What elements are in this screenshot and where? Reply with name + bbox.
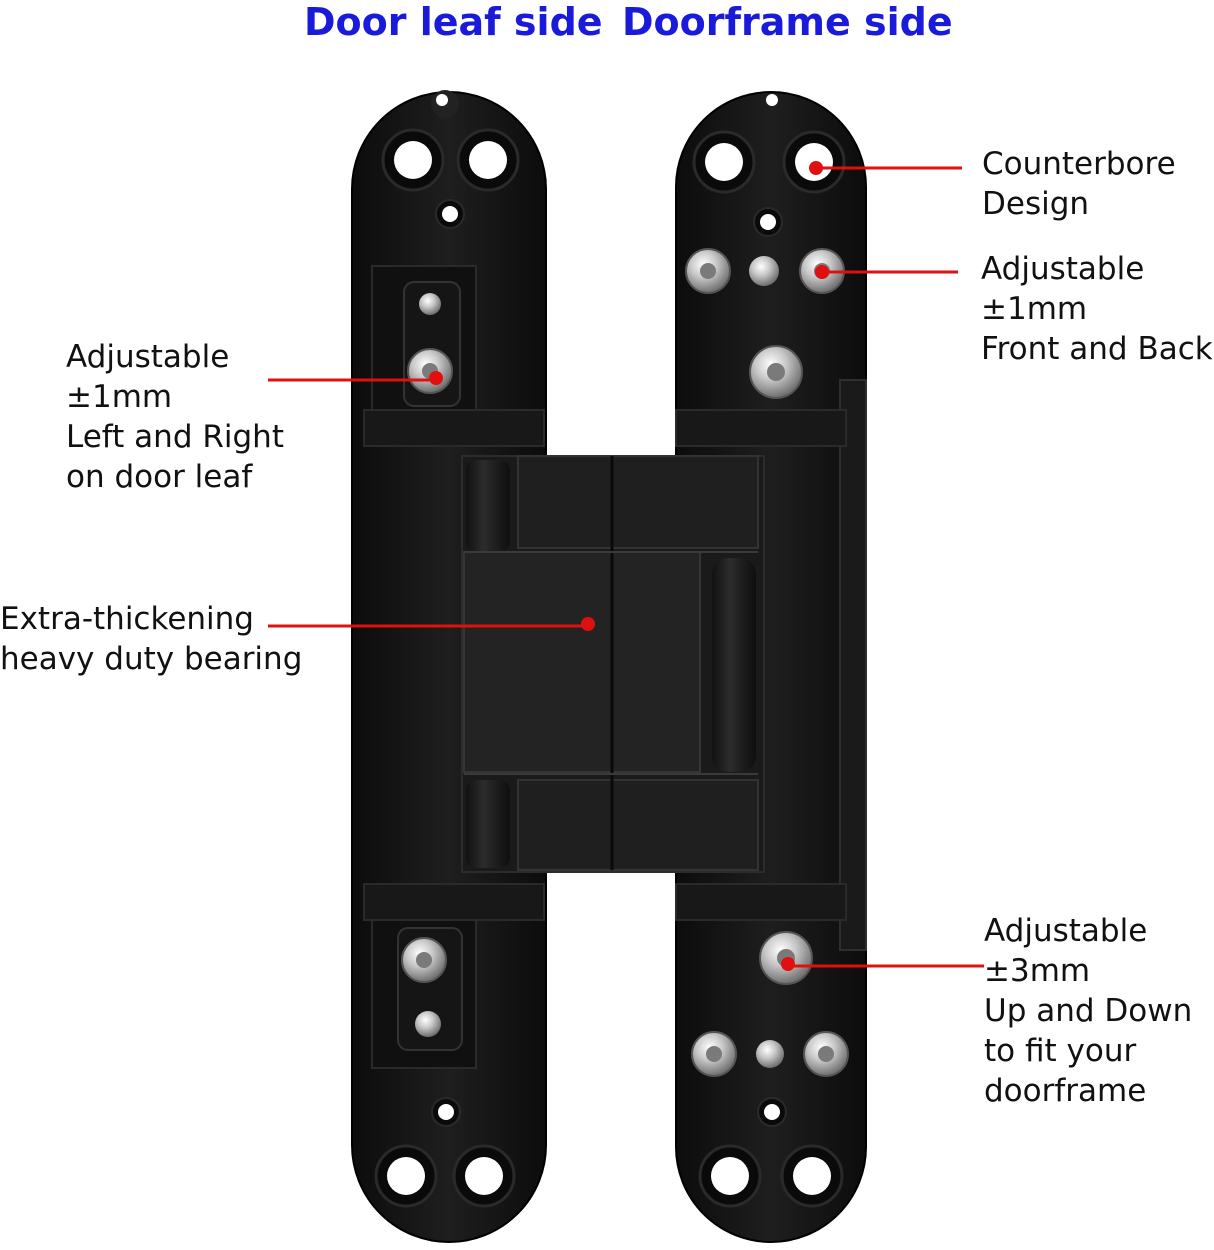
callout-text: Design <box>982 186 1090 222</box>
doorframe-side-heading: Doorframe side <box>622 0 953 44</box>
callout-text: on door leaf <box>66 459 253 495</box>
up-down-adjust-callout: Adjustable ±3mm Up and Down to fit your … <box>984 911 1192 1111</box>
callout-text: Adjustable <box>984 913 1148 949</box>
callout-text: heavy duty bearing <box>0 641 303 677</box>
callout-text: Adjustable <box>66 339 230 375</box>
callout-text: ±1mm <box>981 291 1088 327</box>
callout-text: Counterbore <box>982 146 1176 182</box>
bearing-callout: Extra-thickening heavy duty bearing <box>0 599 302 679</box>
callout-text: Extra-thickening <box>0 601 254 637</box>
callout-text: Front and Back <box>981 331 1213 367</box>
callout-text: to fit your <box>984 1033 1137 1069</box>
doorframe-plate <box>675 91 867 1243</box>
front-back-adjust-callout: Adjustable ±1mm Front and Back <box>981 249 1213 369</box>
bearing-body <box>363 409 847 921</box>
callout-text: Adjustable <box>981 251 1145 287</box>
counterbore-callout: Counterbore Design <box>982 144 1176 224</box>
callout-text: Left and Right <box>66 419 284 455</box>
callout-text: doorframe <box>984 1073 1147 1109</box>
callout-text: ±1mm <box>66 379 173 415</box>
callout-text: ±3mm <box>984 953 1091 989</box>
left-right-adjust-callout: Adjustable ±1mm Left and Right on door l… <box>66 337 284 497</box>
callout-text: Up and Down <box>984 993 1193 1029</box>
door-leaf-side-heading: Door leaf side <box>304 0 603 44</box>
callout-leaders <box>268 161 984 971</box>
